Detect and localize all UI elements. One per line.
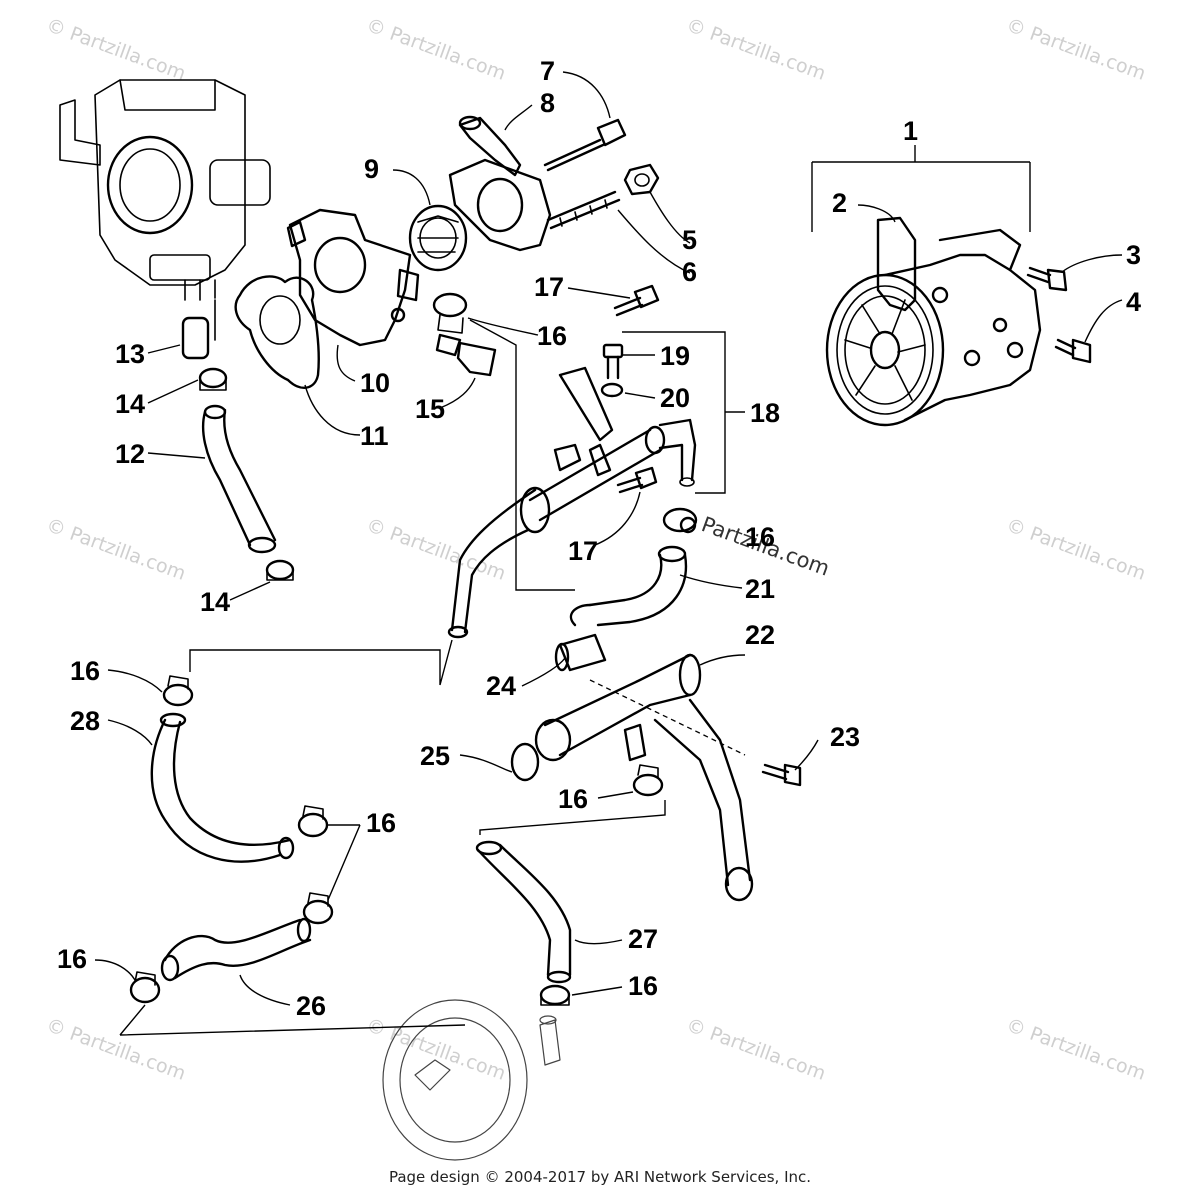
callout-2: 2 bbox=[832, 188, 847, 218]
watermark: © Partzilla.com bbox=[363, 14, 508, 85]
part-17-bolt-lower bbox=[616, 466, 658, 494]
leader-lines bbox=[94, 71, 1123, 1036]
callout-16-g: 16 bbox=[628, 971, 658, 1001]
part-10-thermostat-housing bbox=[286, 208, 420, 347]
callout-3: 3 bbox=[1126, 240, 1141, 270]
callout-1: 1 bbox=[903, 116, 918, 146]
callout-8: 8 bbox=[540, 88, 555, 118]
callout-21: 21 bbox=[745, 574, 775, 604]
part-9-thermostat bbox=[408, 204, 468, 272]
part-16-clamp-e bbox=[297, 805, 329, 838]
callout-22: 22 bbox=[745, 620, 775, 650]
part-19-bolt bbox=[602, 343, 624, 380]
part-16-clamp-a bbox=[432, 292, 468, 334]
callout-28: 28 bbox=[70, 706, 100, 736]
callout-19: 19 bbox=[660, 341, 690, 371]
part-16-clamp-g bbox=[129, 971, 161, 1004]
part-16-clamp-d bbox=[162, 675, 194, 707]
callout-17-upper: 17 bbox=[534, 272, 564, 302]
watermark: © Partzilla.com bbox=[1003, 514, 1148, 585]
part-23-bolt bbox=[761, 763, 802, 787]
part-2-gasket bbox=[876, 216, 917, 312]
callout-15: 15 bbox=[415, 394, 445, 424]
callout-4: 4 bbox=[1126, 287, 1141, 317]
callout-18: 18 bbox=[750, 398, 780, 428]
callout-16-e: 16 bbox=[366, 808, 396, 838]
part-16-clamp-c bbox=[632, 764, 664, 797]
part-14-clamp bbox=[198, 367, 228, 391]
part-12-hose bbox=[201, 404, 277, 554]
callout-23: 23 bbox=[830, 722, 860, 752]
part-6-stud bbox=[546, 190, 621, 230]
part-22-water-pipe bbox=[534, 653, 754, 902]
callout-9: 9 bbox=[364, 154, 379, 184]
watermark: © Partzilla.com bbox=[683, 1014, 828, 1085]
watermark: © Partzilla.com bbox=[43, 14, 188, 85]
part-20-washer bbox=[600, 382, 624, 398]
callout-10: 10 bbox=[360, 368, 390, 398]
part-8-outlet-fitting bbox=[448, 115, 552, 252]
callout-11: 11 bbox=[360, 421, 389, 451]
callout-labels: 1 2 3 4 5 6 7 8 9 10 11 12 13 14 14 15 1… bbox=[57, 56, 1141, 1021]
callout-25: 25 bbox=[420, 741, 450, 771]
part-16-clamp-f bbox=[302, 892, 334, 925]
page-footer: Page design © 2004-2017 by ARI Network S… bbox=[388, 1168, 812, 1186]
watermark: © Partzilla.com bbox=[1003, 14, 1148, 85]
part-17-bolt-upper bbox=[613, 284, 660, 317]
callout-20: 20 bbox=[660, 383, 690, 413]
callout-7: 7 bbox=[540, 56, 555, 86]
callout-16-b: 16 bbox=[745, 522, 775, 552]
part-4-bolt bbox=[1054, 338, 1092, 364]
part-5-nut bbox=[623, 163, 660, 196]
callout-16-a: 16 bbox=[537, 321, 567, 351]
callout-6: 6 bbox=[682, 257, 697, 287]
callout-12: 12 bbox=[115, 439, 145, 469]
watermark: © Partzilla.com bbox=[43, 514, 188, 585]
part-3-bolt bbox=[1026, 266, 1068, 292]
part-27-hose bbox=[475, 840, 572, 984]
callout-16-c: 16 bbox=[70, 656, 100, 686]
part-28-hose bbox=[150, 712, 295, 863]
callout-24: 24 bbox=[486, 671, 516, 701]
callout-14-lower: 14 bbox=[200, 587, 230, 617]
part-13-sleeve bbox=[181, 316, 210, 360]
part-18-pipe-assembly bbox=[447, 366, 697, 639]
part-16-clamp-h bbox=[539, 984, 571, 1006]
part-7-bolt bbox=[543, 118, 627, 172]
throttle-body-drawing bbox=[59, 79, 271, 341]
watermark: © Partzilla.com bbox=[683, 14, 828, 85]
watermark: © Partzilla.com bbox=[363, 1014, 508, 1085]
part-24-sleeve bbox=[554, 633, 607, 672]
callout-16-f: 16 bbox=[57, 944, 87, 974]
callout-5: 5 bbox=[682, 225, 697, 255]
callout-13: 13 bbox=[115, 339, 145, 369]
part-14-clamp-lower bbox=[265, 559, 295, 581]
part-1-water-pump bbox=[825, 228, 1042, 427]
callout-26: 26 bbox=[296, 991, 326, 1021]
watermark: © Partzilla.com bbox=[43, 1014, 188, 1085]
callout-14: 14 bbox=[115, 389, 145, 419]
callout-27: 27 bbox=[628, 924, 658, 954]
part-16-clamp-b bbox=[662, 507, 698, 534]
callout-17-lower: 17 bbox=[568, 536, 598, 566]
part-21-hose bbox=[569, 545, 688, 627]
watermark: © Partzilla.com bbox=[363, 514, 508, 585]
part-25-oring bbox=[510, 742, 540, 782]
watermark: © Partzilla.com bbox=[1003, 1014, 1148, 1085]
part-26-hose bbox=[160, 917, 312, 982]
callout-16-d: 16 bbox=[558, 784, 588, 814]
part-11-gasket bbox=[234, 275, 320, 389]
part-15-temp-sensor bbox=[435, 333, 497, 377]
oil-cooler-ghost bbox=[382, 999, 561, 1161]
